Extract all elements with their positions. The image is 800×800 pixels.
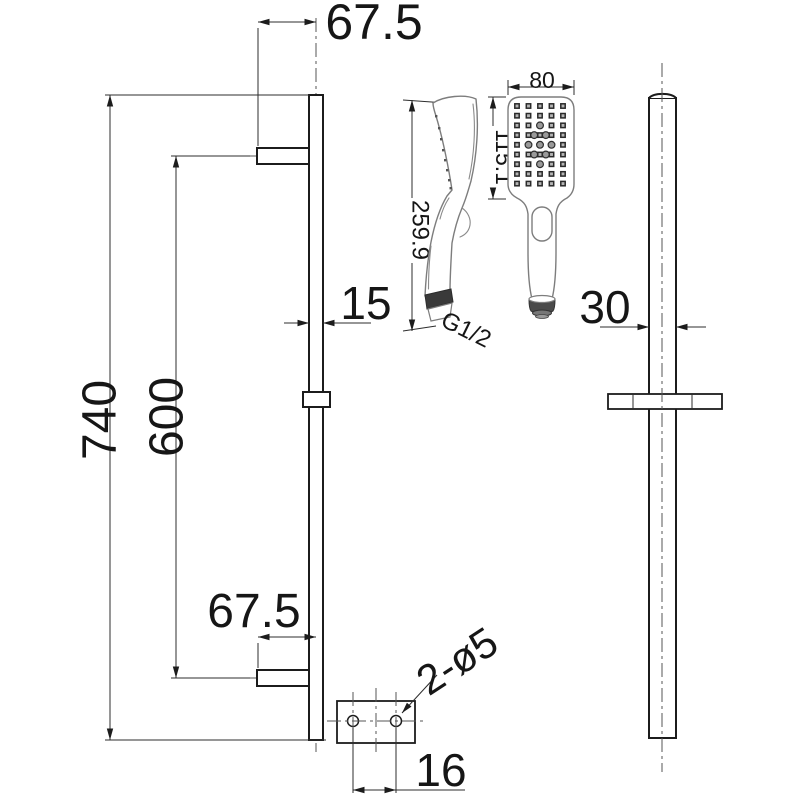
handset-back-inner-line	[468, 103, 475, 180]
dim-rail-depth: 15	[340, 277, 391, 329]
side-connector-band	[424, 288, 454, 310]
dim-head-width: 80	[529, 67, 555, 93]
dim-rail-length: 740	[74, 380, 127, 460]
dim-top-offset: 67.5	[325, 0, 422, 50]
upper-wall-bracket	[256, 147, 310, 165]
handset-waist-highlight	[439, 197, 450, 220]
dim-rail-width: 30	[579, 281, 630, 333]
slider-block	[302, 391, 331, 408]
dim-bottom-offset: 67.5	[207, 585, 300, 638]
thread-size-label: G1/2	[437, 306, 496, 353]
dim-259-ext-bottom	[402, 325, 437, 332]
side-connector-tip	[427, 302, 453, 322]
slider-bracket-front	[607, 393, 723, 410]
rail-profile	[308, 94, 324, 741]
wall-bracket-detail-view: 2-ø5 16	[327, 618, 506, 796]
dim-slide-travel: 600	[141, 377, 194, 457]
handset-joint-bulge	[459, 207, 471, 238]
rail-side-elevation-view: 740 600 67.5 67.5 15	[74, 0, 423, 752]
lower-wall-bracket	[256, 669, 310, 687]
side-nozzle-dots	[435, 115, 452, 190]
handset-side-view: 259.9 G1/2	[402, 95, 496, 354]
front-connector-lip	[528, 294, 556, 304]
mode-button	[531, 206, 553, 242]
handle-front-highlight	[427, 245, 432, 290]
front-connector-end	[535, 314, 549, 319]
handset-side-outline	[424, 95, 479, 297]
handset-front-view: 80 115.1	[488, 67, 575, 319]
dim-hole-spacing: 16	[415, 744, 466, 796]
spray-nozzle-pattern	[514, 103, 566, 187]
rail-front-elevation-view: 30	[579, 63, 723, 772]
